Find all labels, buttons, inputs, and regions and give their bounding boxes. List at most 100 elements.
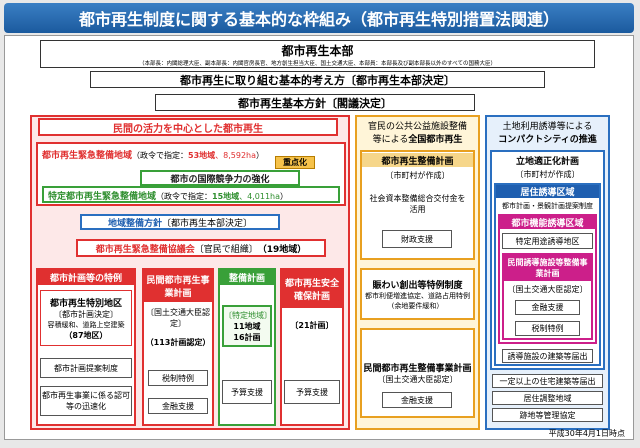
private-improvement-detail: 〔国土交通大臣認定〕	[377, 375, 458, 384]
special-urgent-area-name: 特定都市再生緊急整備地域	[48, 192, 157, 202]
nationwide-renewal-header-line2: 等による	[372, 135, 409, 145]
renewal-plan-title-label: 都市再生整備計画	[381, 156, 454, 167]
nationwide-renewal-header: 官民の公共公益施設整備 等による全国都市再生	[358, 118, 477, 146]
renewal-plan-detail: 〔市町村が作成〕	[362, 168, 473, 182]
urgent-area-detail: （政令で指定：	[132, 151, 189, 160]
specific-use-district-label: 特定用途誘導地区	[515, 236, 580, 246]
priority-badge-label: 重点化	[283, 158, 307, 167]
special-urgent-area-detail: （政令で指定：	[156, 192, 213, 201]
residential-zone-title-label: 居住誘導区域	[520, 188, 575, 198]
vacant-land-agreement: 跡地等管理協定	[492, 408, 603, 422]
housing-notification: 一定以上の住宅建築等届出	[492, 374, 603, 388]
compact-city-header: 土地利用誘導等による コンパクトシティの推進	[488, 118, 607, 146]
regional-plan-name: 地域整備方針	[107, 218, 162, 229]
location-plan-title-label: 立地適正化計画	[515, 156, 579, 167]
private-facility-finance: 金融支援	[515, 300, 580, 315]
budget-support-label: 予算支援	[231, 387, 263, 397]
private-facility-tax-label: 税制特例	[531, 324, 564, 333]
intl-competitiveness-label: 都市の国際競争力の強化	[170, 174, 270, 185]
basic-approach-box: 都市再生に取り組む基本的考え方〔都市再生本部決定〕	[90, 71, 545, 88]
financial-support-label: 金融支援	[162, 401, 194, 411]
planning-proposal-system: 都市計画提案制度	[40, 358, 132, 378]
urgent-area-size: 8,592ha	[223, 151, 257, 160]
private-improvement-finance-label: 金融支援	[401, 395, 433, 405]
council-count: （19地域）	[257, 244, 307, 255]
residential-zone-detail: 都市計画・景観計画提案制度	[496, 200, 599, 212]
special-district-box: 都市再生特別地区 〔都市計画決定〕 容積緩和、道路上空建築 （87地区）	[40, 290, 132, 346]
lively-system-title: 賑わい創出等特例制度	[372, 280, 463, 291]
improvement-plan-header-label: 整備計画	[228, 274, 265, 284]
special-district-detail: 〔都市計画決定〕	[54, 309, 118, 319]
page-title: 都市再生制度に関する基本的な枠組み（都市再生特別措置法関連）	[78, 10, 559, 29]
grant-text: 社会資本整備総合交付金を活用	[366, 190, 469, 218]
finance-support-box: 財政支援	[382, 230, 452, 248]
tax-incentive-label: 税制特例	[162, 373, 194, 383]
special-district-measures: 容積緩和、道路上空建築	[47, 320, 125, 329]
lively-system-box: 賑わい創出等特例制度 都市利便増進協定、道路占用特例(余地要件緩和）	[360, 268, 475, 320]
private-facility-plan-detail-label: 〔国土交通大臣認定〕	[507, 285, 588, 294]
council-box: 都市再生緊急整備協議会〔官民で組織〕（19地域）	[76, 239, 326, 257]
private-project-plan-detail-label: 〔国土交通大臣認定〕	[146, 308, 210, 328]
urban-planning-exception-header-label: 都市計画等の特例	[49, 274, 122, 284]
private-facility-finance-label: 金融支援	[531, 303, 564, 312]
special-area-count: 11地域	[233, 321, 261, 331]
private-project-plan-detail: 〔国土交通大臣認定〕	[144, 305, 212, 331]
special-urgent-area-close: ）	[280, 192, 289, 201]
special-urgent-area-line: 特定都市再生緊急整備地域（政令で指定：15地域、4,011ha）	[48, 192, 289, 202]
private-improvement-finance-box: 金融支援	[382, 392, 452, 408]
private-project-plan-count: （113計画認定）	[144, 335, 212, 349]
specific-use-district: 特定用途誘導地区	[502, 233, 593, 249]
private-vitality-header: 民間の活力を中心とした都市再生	[38, 118, 338, 136]
tax-incentive-box: 税制特例	[148, 370, 208, 386]
location-plan-detail: 〔市町村が作成〕	[492, 167, 603, 181]
hq-title: 都市再生本部	[281, 43, 354, 58]
housing-notification-label: 一定以上の住宅建築等届出	[499, 376, 596, 386]
compact-city-header-line1: 土地利用誘導等による	[502, 122, 593, 132]
regional-plan-box: 地域整備方針〔都市再生本部決定〕	[80, 214, 280, 230]
urban-planning-exception-header: 都市計画等の特例	[38, 270, 134, 285]
special-urgent-area-count: 15地域	[212, 192, 240, 201]
grant-label: 社会資本整備総合交付金を活用	[369, 194, 466, 214]
intl-competitiveness-box: 都市の国際競争力の強化	[140, 170, 300, 186]
residential-zone-detail-label: 都市計画・景観計画提案制度	[502, 202, 593, 210]
safety-plan-count-label: 〔21計画〕	[290, 320, 334, 330]
compact-city-header-line2: コンパクトシティの推進	[498, 135, 597, 145]
residential-adjustment-zone: 居住調整地域	[492, 391, 603, 405]
function-zone-title: 都市機能誘導区域	[500, 216, 595, 229]
private-project-plan-header-label: 民間都市再生事業計画	[146, 276, 210, 299]
financial-support-box: 金融支援	[148, 398, 208, 414]
urgent-area-count: 53地域	[188, 151, 216, 160]
private-facility-plan-title-label: 民間誘導施設等整備事業計画	[507, 258, 588, 278]
private-facility-plan-detail: 〔国土交通大臣認定〕	[504, 283, 591, 296]
renewal-plan-detail-label: 〔市町村が作成〕	[385, 170, 450, 180]
safety-budget-support-label: 予算支援	[296, 387, 328, 397]
special-district-count: （87地区）	[64, 330, 108, 340]
special-area-plans: 16計画	[233, 332, 261, 342]
basic-policy-label: 都市再生基本方針〔閣議決定〕	[238, 96, 392, 110]
safety-plan-header-label: 都市再生安全確保計画	[284, 279, 339, 302]
vacant-land-agreement-label: 跡地等管理協定	[519, 410, 576, 420]
private-project-plan-count-label: （113計画認定）	[145, 337, 211, 347]
location-plan-detail-label: 〔市町村が作成〕	[515, 169, 580, 179]
finance-support-label: 財政支援	[401, 234, 433, 244]
residential-adjustment-zone-label: 居住調整地域	[523, 393, 572, 403]
special-urgent-area-box	[42, 186, 340, 203]
private-improvement-title: 民間都市再生整備事業計画	[363, 364, 472, 374]
lively-system-detail: 都市利便増進協定、道路占用特例(余地要件緩和）	[365, 291, 470, 310]
urgent-area-name: 都市再生緊急整備地域	[42, 151, 133, 161]
council-detail: 〔官民で組織〕	[194, 244, 258, 255]
special-district-title: 都市再生特別地区	[49, 298, 122, 309]
private-vitality-header-label: 民間の活力を中心とした都市再生	[113, 123, 263, 135]
urgent-area-line: 都市再生緊急整備地域（政令で指定：53地域、8,592ha）	[42, 151, 265, 161]
hq-members: （本部長：内閣総理大臣、副本部長：内閣官房長官、地方創生担当大臣、国土交通大臣、…	[139, 60, 496, 67]
private-facility-plan-title: 民間誘導施設等整備事業計画	[504, 255, 591, 281]
priority-badge: 重点化	[275, 156, 315, 169]
hq-box: 都市再生本部 （本部長：内閣総理大臣、副本部長：内閣官房長官、地方創生担当大臣、…	[40, 40, 595, 68]
approval-acceleration-label: 都市再生事業に係る認可等の迅速化	[42, 391, 130, 411]
urgent-area-close: ）	[256, 151, 265, 160]
nationwide-renewal-header-emph: 全国都市再生	[408, 135, 463, 145]
safety-plan-header: 都市再生安全確保計画	[282, 270, 342, 308]
safety-budget-support-box: 予算支援	[284, 380, 340, 404]
special-area-box: 〔特定地域〕 11地域 16計画	[222, 305, 272, 347]
function-zone-title-label: 都市機能誘導区域	[511, 219, 584, 229]
